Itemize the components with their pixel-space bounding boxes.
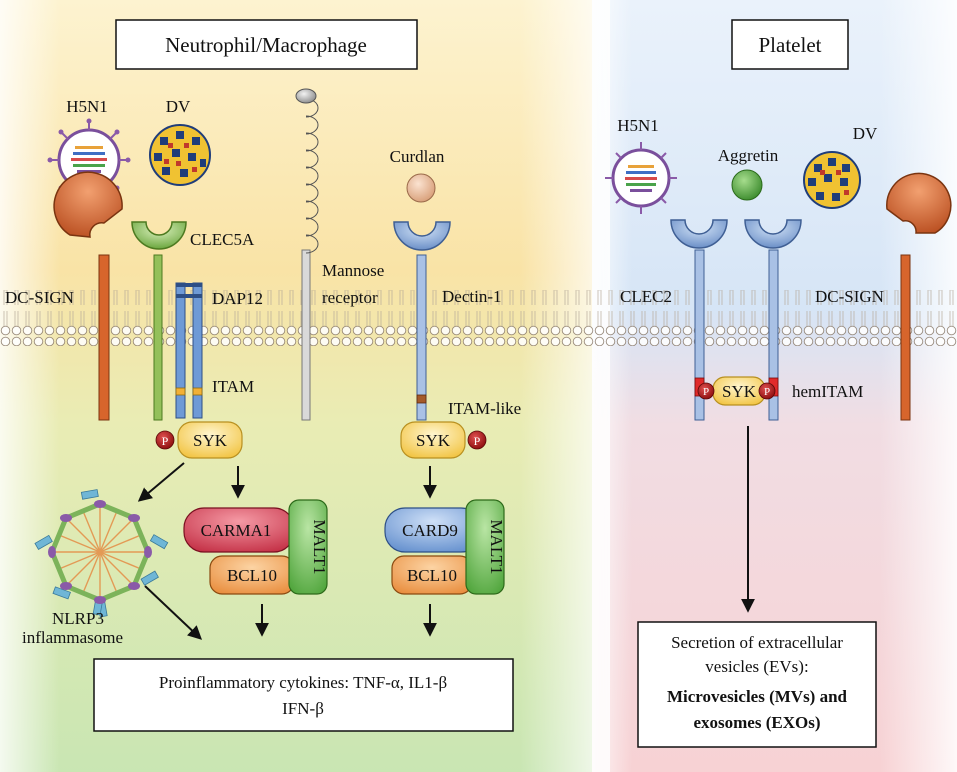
left-output-line2: IFN-β xyxy=(282,699,324,718)
dv-label-right: DV xyxy=(853,124,878,143)
mannose-label-line2: receptor xyxy=(322,288,378,307)
curdlan-ligand-icon xyxy=(406,173,436,203)
mannose-bead xyxy=(305,115,319,135)
mannose-bead xyxy=(305,234,319,254)
malt1-node-right: MALT1 xyxy=(465,499,506,595)
mannose-bead xyxy=(295,88,317,104)
svg-text:MALT1: MALT1 xyxy=(310,519,329,574)
svg-text:P: P xyxy=(474,434,481,448)
right-output-line2: vesicles (EVs): xyxy=(705,657,808,676)
svg-text:P: P xyxy=(162,434,169,448)
arrow-syk-to-nlrp3 xyxy=(137,462,185,502)
arrow-nlrp3-to-output xyxy=(144,585,203,640)
right-output-line4: exosomes (EXOs) xyxy=(693,713,820,732)
dv-virus-icon-right xyxy=(803,151,861,209)
syk-label-dectin: SYK xyxy=(416,431,451,450)
dap12-adaptor xyxy=(175,282,203,419)
mannose-bead xyxy=(305,183,319,203)
left-output-box: Proinflammatory cytokines: TNF-α, IL1-β … xyxy=(93,658,514,732)
dc-sign-label-left: DC-SIGN xyxy=(5,288,74,307)
syk-node-dectin: SYK xyxy=(400,421,466,459)
phospho-p-icon-right-b: P xyxy=(758,382,776,400)
dap12-label: DAP12 xyxy=(212,289,263,308)
syk-node-right: SYK xyxy=(712,376,766,406)
mannose-receptor xyxy=(301,249,311,421)
nlrp3-label-line1: NLRP3 xyxy=(52,609,104,628)
phospho-p-icon-right-a: P xyxy=(697,382,715,400)
bcl10-node-right: BCL10 xyxy=(391,555,473,595)
dv-virus-icon xyxy=(149,124,211,186)
dc-sign-receptor-left xyxy=(53,171,123,421)
h5n1-label-right: H5N1 xyxy=(617,116,659,135)
svg-text:MALT1: MALT1 xyxy=(487,519,506,574)
mannose-label-line1: Mannose xyxy=(322,261,384,280)
dv-label-left: DV xyxy=(166,97,191,116)
hemitam-label: hemITAM xyxy=(792,382,863,401)
left-title-box: Neutrophil/Macrophage xyxy=(115,19,418,70)
right-title-box: Platelet xyxy=(731,19,849,70)
mannose-receptor-beads xyxy=(295,88,319,254)
clec5a-label: CLEC5A xyxy=(190,230,255,249)
dc-sign-receptor-right xyxy=(886,172,952,421)
syk-node-left: SYK xyxy=(177,421,243,459)
curdlan-label: Curdlan xyxy=(390,147,445,166)
bcl10-node-left: BCL10 xyxy=(209,555,295,595)
svg-text:BCL10: BCL10 xyxy=(407,566,457,585)
mannose-bead xyxy=(305,166,319,186)
svg-text:CARMA1: CARMA1 xyxy=(201,521,272,540)
mannose-bead xyxy=(305,217,319,237)
mannose-bead xyxy=(305,200,319,220)
right-output-line1: Secretion of extracellular xyxy=(671,633,843,652)
card9-node: CARD9 xyxy=(384,507,482,553)
nlrp3-inflammasome-icon xyxy=(34,489,169,618)
phospho-p-icon-dectin: P xyxy=(467,430,487,450)
svg-text:P: P xyxy=(703,386,709,398)
mannose-bead xyxy=(305,98,319,118)
left-panel-title: Neutrophil/Macrophage xyxy=(165,33,367,57)
svg-text:BCL10: BCL10 xyxy=(227,566,277,585)
aggretin-label: Aggretin xyxy=(718,146,779,165)
carma1-node: CARMA1 xyxy=(183,507,295,553)
right-output-box: Secretion of extracellular vesicles (EVs… xyxy=(637,621,877,748)
svg-text:P: P xyxy=(764,386,770,398)
dectin1-receptor xyxy=(393,221,451,421)
dectin1-label: Dectin-1 xyxy=(442,287,501,306)
h5n1-label-left: H5N1 xyxy=(66,97,108,116)
right-output-line3: Microvesicles (MVs) and xyxy=(667,687,848,706)
h5n1-virus-icon-right xyxy=(605,142,677,214)
clec2-label: CLEC2 xyxy=(620,287,672,306)
itam-label: ITAM xyxy=(212,377,254,396)
nlrp3-label-line2: inflammasome xyxy=(22,628,123,647)
svg-text:CARD9: CARD9 xyxy=(402,521,458,540)
phospho-p-icon-left: P xyxy=(155,430,175,450)
mannose-bead xyxy=(305,149,319,169)
right-panel-title: Platelet xyxy=(759,33,822,57)
clec5a-receptor xyxy=(131,221,187,421)
left-output-line1: Proinflammatory cytokines: TNF-α, IL1-β xyxy=(159,673,447,692)
mannose-bead xyxy=(305,132,319,152)
syk-label-left: SYK xyxy=(193,431,228,450)
aggretin-ligand-icon xyxy=(731,169,763,201)
itam-like-label: ITAM-like xyxy=(448,399,521,418)
syk-label-right: SYK xyxy=(722,382,757,401)
dc-sign-label-right: DC-SIGN xyxy=(815,287,884,306)
malt1-node-left: MALT1 xyxy=(288,499,329,595)
